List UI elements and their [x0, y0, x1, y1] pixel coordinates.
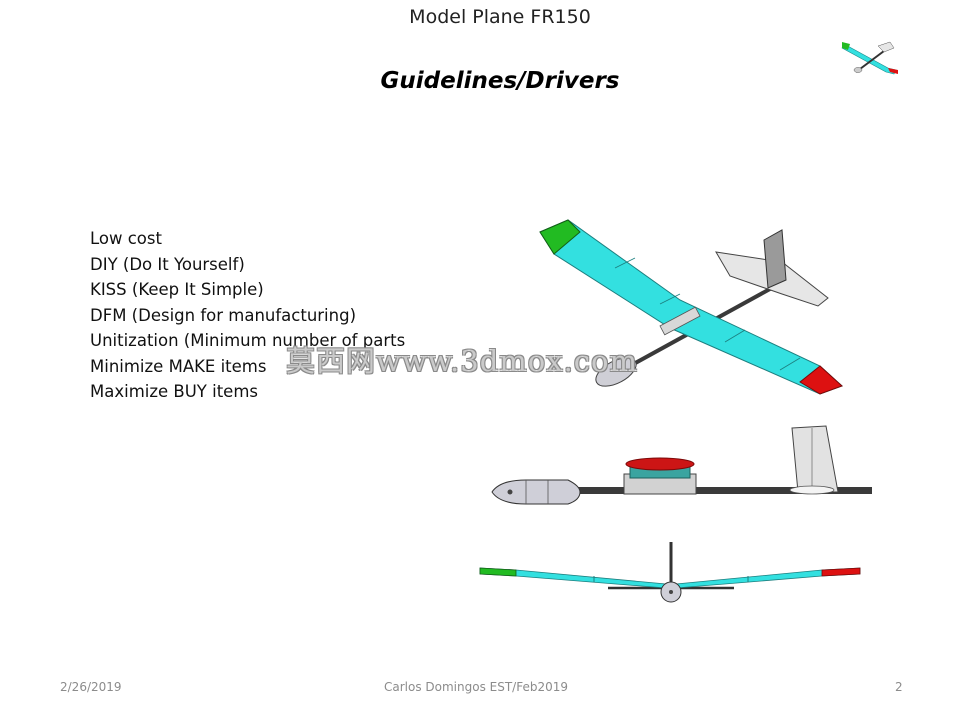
guideline-item: Low cost [90, 229, 162, 248]
footer-date: 2/26/2019 [60, 680, 122, 694]
guidelines-list: Low cost DIY (Do It Yourself) KISS (Keep… [90, 226, 405, 405]
footer-page-number: 2 [895, 680, 903, 694]
guideline-item: DIY (Do It Yourself) [90, 254, 245, 274]
plane-front-view [479, 542, 861, 603]
guideline-item: Unitization (Minimum number of parts [90, 331, 406, 350]
plane-logo-icon [841, 41, 898, 75]
guideline-item: KISS (Keep It Simple) [90, 280, 264, 299]
guideline-item: DFM (Design for manufacturing) [90, 305, 357, 325]
slide-title: Model Plane FR150 [409, 6, 591, 28]
plane-side-view [491, 425, 872, 505]
guideline-item: Maximize BUY items [90, 382, 259, 401]
plane-iso-view [539, 219, 843, 395]
guideline-item: Minimize MAKE items [90, 356, 267, 376]
footer-author: Carlos Domingos EST/Feb2019 [384, 680, 569, 694]
slide-heading: Guidelines/Drivers [380, 68, 620, 94]
